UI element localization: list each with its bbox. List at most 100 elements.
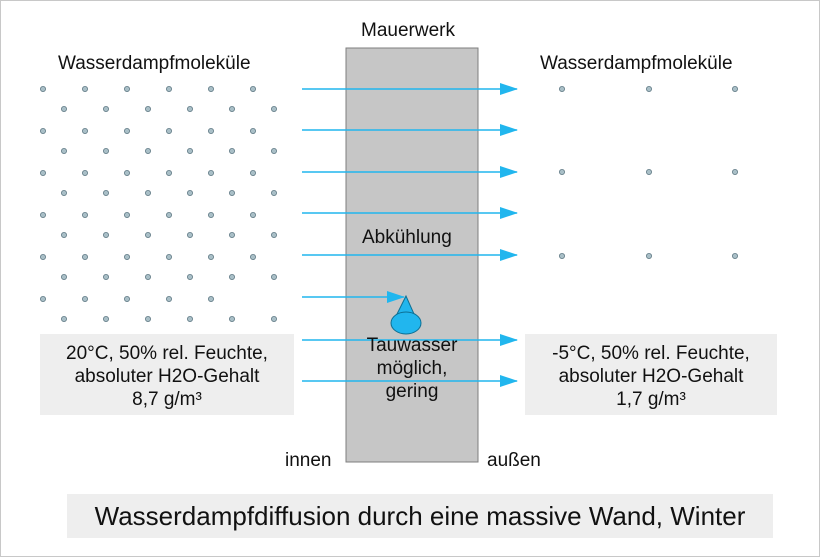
molecule-dot-icon	[82, 253, 89, 260]
condensate-label: Tauwasser möglich, gering	[354, 334, 470, 403]
inside-info-line-1: 20°C, 50% rel. Feuchte,	[66, 343, 268, 364]
molecule-dot-icon	[207, 253, 214, 260]
molecule-dot-icon	[249, 253, 256, 260]
molecule-dot-icon	[82, 295, 89, 302]
molecule-dot-icon	[270, 147, 277, 154]
molecules-inside	[40, 86, 277, 322]
molecule-dot-icon	[228, 106, 235, 113]
molecule-dot-icon	[61, 189, 68, 196]
molecule-dot-icon	[186, 315, 193, 322]
molecule-dot-icon	[61, 147, 68, 154]
molecule-dot-icon	[144, 231, 151, 238]
molecule-dot-icon	[270, 315, 277, 322]
inside-info-box: 20°C, 50% rel. Feuchte, absoluter H2O-Ge…	[40, 334, 294, 415]
molecule-dot-icon	[207, 211, 214, 218]
inside-info-line-2: absoluter H2O-Gehalt	[74, 366, 260, 387]
diffusion-arrows	[302, 83, 518, 387]
wall-label: Mauerwerk	[361, 20, 455, 41]
molecule-dot-icon	[103, 231, 110, 238]
molecule-dot-icon	[646, 86, 653, 93]
molecule-dot-icon	[124, 211, 131, 218]
molecule-dot-icon	[646, 168, 653, 175]
molecule-dot-icon	[40, 86, 47, 93]
molecule-dot-icon	[124, 169, 131, 176]
molecule-dot-icon	[165, 127, 172, 134]
molecule-dot-icon	[144, 315, 151, 322]
molecule-dot-icon	[124, 253, 131, 260]
molecule-dot-icon	[646, 252, 653, 259]
molecule-dot-icon	[103, 147, 110, 154]
molecule-dot-icon	[186, 106, 193, 113]
water-droplet-icon	[390, 294, 422, 335]
molecule-dot-icon	[82, 86, 89, 93]
molecules-outside	[559, 86, 739, 259]
condensate-line-1: Tauwasser	[366, 335, 458, 356]
molecule-dot-icon	[207, 169, 214, 176]
molecule-dot-icon	[732, 86, 739, 93]
molecule-dot-icon	[40, 253, 47, 260]
diagram-title: Wasserdampfdiffusion durch eine massive …	[94, 501, 746, 531]
molecule-dot-icon	[40, 211, 47, 218]
molecule-dot-icon	[732, 252, 739, 259]
outside-info-line-3: 1,7 g/m³	[616, 389, 686, 410]
molecule-dot-icon	[186, 231, 193, 238]
molecule-dot-icon	[144, 189, 151, 196]
molecule-dot-icon	[82, 127, 89, 134]
molecule-dot-icon	[165, 211, 172, 218]
molecule-dot-icon	[207, 86, 214, 93]
molecule-dot-icon	[228, 147, 235, 154]
molecule-dot-icon	[270, 106, 277, 113]
molecule-dot-icon	[40, 295, 47, 302]
molecule-dot-icon	[186, 273, 193, 280]
molecule-dot-icon	[144, 273, 151, 280]
molecule-dot-icon	[61, 231, 68, 238]
molecule-dot-icon	[165, 169, 172, 176]
molecule-dot-icon	[207, 295, 214, 302]
molecule-dot-icon	[144, 147, 151, 154]
molecule-dot-icon	[40, 127, 47, 134]
inside-molecules-label: Wasserdampfmoleküle	[58, 53, 251, 74]
inside-info-line-3: 8,7 g/m³	[132, 389, 202, 410]
outside-info-box: -5°C, 50% rel. Feuchte, absoluter H2O-Ge…	[525, 334, 777, 415]
molecule-dot-icon	[124, 295, 131, 302]
molecule-dot-icon	[103, 273, 110, 280]
inside-side-label: innen	[285, 450, 332, 471]
molecule-dot-icon	[249, 211, 256, 218]
molecule-dot-icon	[559, 168, 566, 175]
molecule-dot-icon	[228, 231, 235, 238]
outside-info-line-1: -5°C, 50% rel. Feuchte,	[552, 343, 750, 364]
molecule-dot-icon	[186, 189, 193, 196]
outside-side-label: außen	[487, 450, 541, 471]
molecule-dot-icon	[61, 106, 68, 113]
molecule-dot-icon	[249, 127, 256, 134]
molecule-dot-icon	[61, 315, 68, 322]
molecule-dot-icon	[249, 86, 256, 93]
molecule-dot-icon	[103, 189, 110, 196]
outside-molecules-label: Wasserdampfmoleküle	[540, 53, 733, 74]
molecule-dot-icon	[103, 106, 110, 113]
molecule-dot-icon	[124, 127, 131, 134]
molecule-dot-icon	[270, 231, 277, 238]
molecule-dot-icon	[228, 189, 235, 196]
molecule-dot-icon	[186, 147, 193, 154]
molecule-dot-icon	[249, 169, 256, 176]
condensate-line-3: gering	[385, 381, 439, 402]
molecule-dot-icon	[165, 295, 172, 302]
molecule-dot-icon	[82, 169, 89, 176]
condensate-line-2: möglich,	[376, 358, 448, 379]
molecule-dot-icon	[124, 86, 131, 93]
outside-info-line-2: absoluter H2O-Gehalt	[558, 366, 744, 387]
molecule-dot-icon	[165, 253, 172, 260]
molecule-dot-icon	[103, 315, 110, 322]
caption-box: Wasserdampfdiffusion durch eine massive …	[67, 494, 773, 538]
cooling-label: Abkühlung	[362, 227, 452, 248]
molecule-dot-icon	[732, 168, 739, 175]
molecule-dot-icon	[228, 273, 235, 280]
molecule-dot-icon	[82, 211, 89, 218]
molecule-dot-icon	[207, 127, 214, 134]
molecule-dot-icon	[40, 169, 47, 176]
molecule-dot-icon	[61, 273, 68, 280]
molecule-dot-icon	[144, 106, 151, 113]
molecule-dot-icon	[559, 252, 566, 259]
